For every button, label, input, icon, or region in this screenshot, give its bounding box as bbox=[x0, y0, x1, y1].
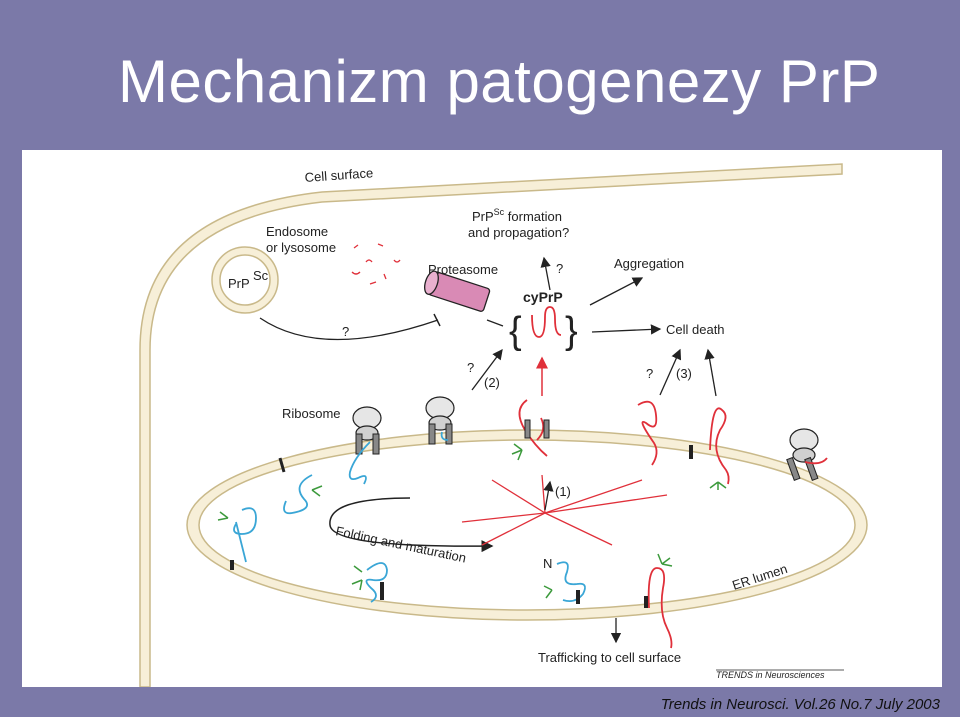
route-3-question: ? bbox=[646, 366, 653, 381]
ribosome-label: Ribosome bbox=[282, 406, 341, 421]
endosome-to-proteasome-arc bbox=[259, 317, 439, 341]
cyprp-left-brace: { bbox=[509, 310, 522, 352]
route-1-starburst bbox=[461, 474, 668, 546]
n-terminus-label: N bbox=[543, 556, 552, 571]
route-3-arrow-left bbox=[659, 348, 682, 396]
nascent-chain-3 bbox=[804, 457, 828, 465]
route-2-question: ? bbox=[467, 360, 474, 375]
prpsc-vesicle-label: PrP bbox=[228, 276, 250, 291]
slide-title: Mechanizm patogenezy PrP bbox=[118, 48, 881, 115]
nascent-chain-2 bbox=[440, 431, 449, 441]
glycan-ctm bbox=[657, 553, 673, 567]
ribosome-3 bbox=[786, 428, 819, 481]
endosome-question: ? bbox=[342, 324, 349, 339]
aggregation-arrow bbox=[589, 277, 644, 306]
gpi-anchor-er3 bbox=[380, 582, 384, 600]
ribosome-2 bbox=[425, 396, 455, 445]
er-prp-2 bbox=[233, 507, 257, 563]
prpsc-formation-label-line2: and propagation? bbox=[468, 225, 569, 240]
translocon-a bbox=[524, 419, 531, 439]
endosome-label-line2: or lysosome bbox=[266, 240, 336, 255]
route-3-arrow-right bbox=[704, 348, 717, 397]
proteasome-link bbox=[486, 319, 504, 327]
cyprp-misfolded-protein bbox=[531, 306, 562, 338]
endosome-label: Endosome bbox=[266, 224, 328, 239]
route-1-label: (1) bbox=[555, 484, 571, 499]
cyprp-right-brace: } bbox=[565, 310, 578, 352]
glycan-ntm bbox=[709, 481, 727, 490]
gpi-anchor-ctm bbox=[644, 596, 648, 608]
membrane-anchor-1 bbox=[278, 457, 286, 473]
journal-tag: TRENDS in Neurosciences bbox=[716, 670, 825, 680]
er-prp-1 bbox=[283, 474, 313, 515]
translocon-b bbox=[543, 419, 550, 439]
glycan-er3 bbox=[351, 565, 363, 591]
trafficking-label: Trafficking to cell surface bbox=[538, 650, 681, 665]
folding-arrow bbox=[329, 497, 494, 553]
prp-pathogenesis-figure: PrP Sc Cell surface Endosome or lysosome… bbox=[22, 150, 942, 687]
endosome-vesicle bbox=[211, 246, 279, 314]
er-prp-3 bbox=[365, 562, 388, 603]
proteasome-label: Proteasome bbox=[428, 262, 498, 277]
formation-question: ? bbox=[556, 261, 563, 276]
cell-death-arrow bbox=[591, 324, 662, 335]
gpi-anchor-er4 bbox=[576, 590, 580, 604]
ctm-prp bbox=[637, 400, 658, 466]
glycan-cyto bbox=[511, 443, 523, 461]
prp-pathogenesis-diagram: PrP Sc Cell surface Endosome or lysosome… bbox=[139, 163, 868, 687]
ntm-prp bbox=[709, 407, 730, 485]
aggregation-label: Aggregation bbox=[614, 256, 684, 271]
glycan-er2 bbox=[217, 511, 229, 521]
glycan-er4 bbox=[543, 585, 553, 599]
gpi-anchor-er2 bbox=[230, 560, 234, 570]
glycan-er1 bbox=[311, 485, 323, 497]
citation: Trends in Neurosci. Vol.26 No.7 July 200… bbox=[660, 696, 940, 713]
er-membrane bbox=[186, 429, 868, 621]
route-3-label: (3) bbox=[676, 366, 692, 381]
cyprp-label: cyPrP bbox=[523, 289, 563, 305]
proteasome-icon bbox=[424, 270, 491, 312]
gpi-anchor-ntm bbox=[689, 445, 693, 459]
cell-membrane bbox=[139, 163, 843, 687]
route-1-arrow bbox=[543, 480, 554, 511]
route-2-label: (2) bbox=[484, 375, 500, 390]
ribosome-1 bbox=[352, 406, 382, 455]
formation-arrow bbox=[540, 256, 551, 291]
route-2-arrow bbox=[471, 348, 503, 391]
nascent-chain-1 bbox=[348, 441, 371, 485]
cell-surface-label: Cell surface bbox=[304, 165, 374, 185]
cell-death-label: Cell death bbox=[666, 322, 725, 337]
degraded-fragments bbox=[351, 243, 401, 285]
inhibition-bar bbox=[433, 313, 441, 327]
prpsc-vesicle-superscript: Sc bbox=[253, 268, 269, 283]
prpsc-formation-label: PrPSc formation bbox=[472, 207, 562, 224]
ctm-er-prp bbox=[647, 567, 673, 649]
